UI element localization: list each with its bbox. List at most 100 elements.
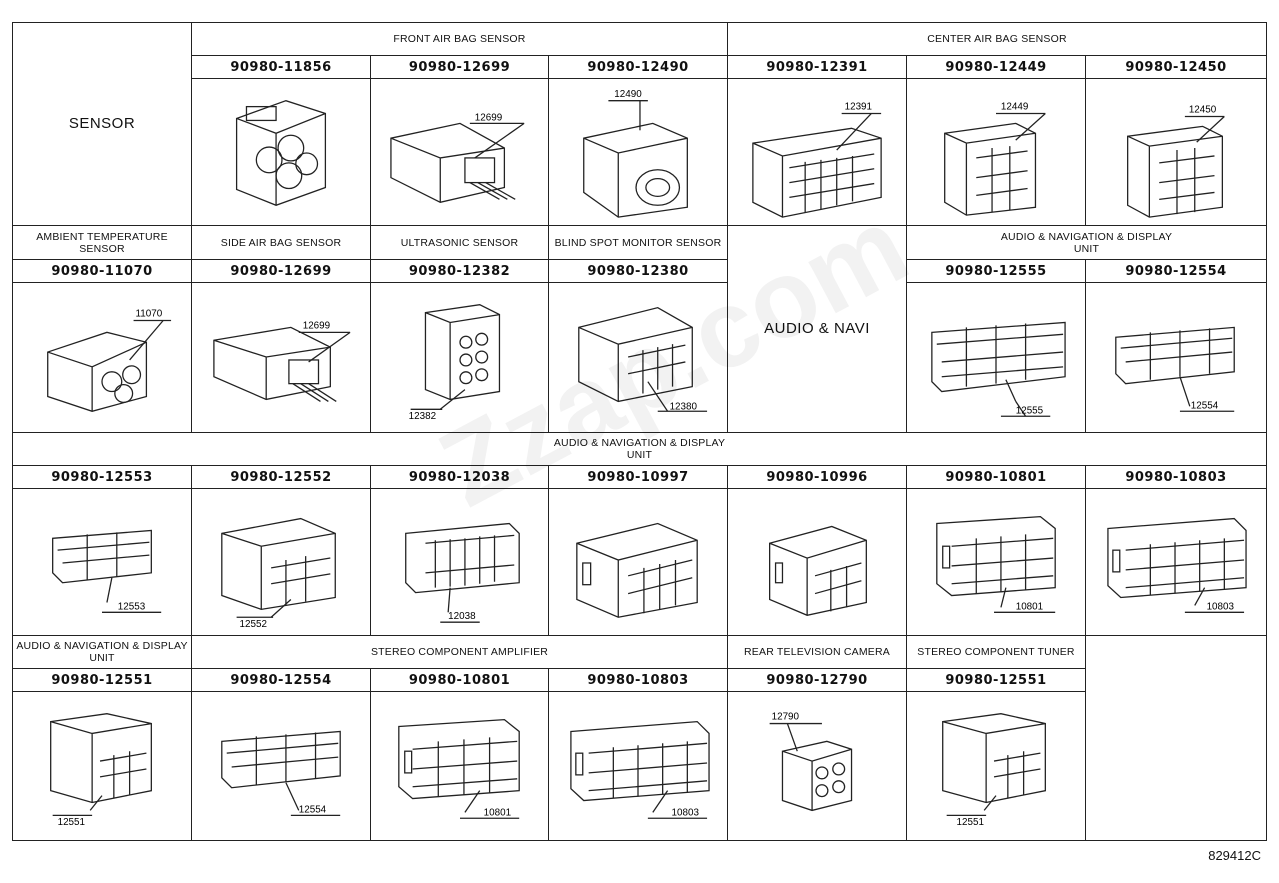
connector-12450-icon: 12450 (1127, 105, 1225, 218)
connector-drawing: 12038 (370, 488, 549, 636)
callout-label: 10803 (672, 807, 700, 818)
part-number: 90980-12699 (191, 259, 371, 283)
connector-11070-icon: 11070 (47, 309, 172, 412)
part-number: 90980-10801 (370, 668, 549, 692)
empty-cell (1085, 635, 1267, 841)
connector-drawing: 12490 (548, 78, 728, 226)
connector-drawing: 12551 (906, 691, 1086, 841)
callout-label: 10801 (484, 807, 511, 818)
connector-12699b-icon: 12699 (213, 320, 351, 402)
sensor-label: SENSOR (12, 22, 192, 226)
audio-navi-label: AUDIO & NAVI (727, 225, 907, 433)
connector-12449-icon: 12449 (944, 102, 1046, 216)
part-number: 90980-12391 (727, 55, 907, 79)
connector-drawing: 12380 (548, 282, 728, 433)
connector-10996-icon (769, 525, 867, 616)
figure-code: 829412C (1208, 848, 1261, 863)
connector-drawing: 12554 (1085, 282, 1267, 433)
connector-12553-icon: 12553 (52, 529, 162, 613)
part-number: 90980-12382 (370, 259, 549, 283)
connector-drawing: 10801 (906, 488, 1086, 636)
part-number: 90980-11856 (191, 55, 371, 79)
audio-navigation-display-unit-header: AUDIO & NAVIGATION & DISPLAY UNIT (906, 225, 1267, 260)
callout-label: 12553 (118, 601, 146, 612)
part-number: 90980-10801 (906, 465, 1086, 489)
part-number: 90980-12555 (906, 259, 1086, 283)
part-number: 90980-11070 (12, 259, 192, 283)
connector-11856-icon (235, 100, 327, 206)
part-number: 90980-12553 (12, 465, 192, 489)
part-number: 90980-10803 (548, 668, 728, 692)
connector-12555-icon: 12555 (931, 321, 1066, 417)
connector-drawing: 10801 (370, 691, 549, 841)
callout-label: 12552 (240, 619, 267, 630)
connector-drawing (727, 488, 907, 636)
connector-drawing: 12554 (191, 691, 371, 841)
connector-drawing: 10803 (548, 691, 728, 841)
part-number: 90980-12551 (906, 668, 1086, 692)
part-number: 90980-12380 (548, 259, 728, 283)
part-number: 90980-12554 (1085, 259, 1267, 283)
part-number: 90980-12038 (370, 465, 549, 489)
front-air-bag-sensor-header: FRONT AIR BAG SENSOR (191, 22, 728, 56)
callout-label: 12391 (845, 102, 872, 113)
part-number: 90980-12554 (191, 668, 371, 692)
connector-12552-icon: 12552 (221, 517, 336, 630)
audio-navigation-display-unit-header: AUDIO & NAVIGATION & DISPLAY UNIT (12, 635, 192, 669)
connector-12038-icon: 12038 (405, 522, 520, 623)
connector-12790-icon: 12790 (769, 712, 853, 812)
connector-12380-icon: 12380 (578, 306, 708, 412)
connector-drawing: 10803 (1085, 488, 1267, 636)
connector-12382-icon: 12382 (409, 304, 501, 422)
connector-12551b-icon: 12551 (942, 713, 1046, 828)
connector-drawing: 12552 (191, 488, 371, 636)
connector-drawing: 12699 (370, 78, 549, 226)
callout-label: 12554 (1191, 400, 1219, 411)
audio-navigation-display-unit-header: AUDIO & NAVIGATION & DISPLAY UNIT (12, 432, 1267, 466)
side-air-bag-sensor-header: SIDE AIR BAG SENSOR (191, 225, 371, 260)
callout-label: 12380 (670, 401, 698, 412)
callout-label: 12449 (1001, 102, 1029, 113)
connector-drawing: 12382 (370, 282, 549, 433)
blind-spot-monitor-sensor-header: BLIND SPOT MONITOR SENSOR (548, 225, 728, 260)
callout-label: 12555 (1016, 405, 1044, 416)
callout-label: 12038 (448, 611, 476, 622)
connector-drawing: 12555 (906, 282, 1086, 433)
part-number: 90980-12699 (370, 55, 549, 79)
rear-television-camera-header: REAR TELEVISION CAMERA (727, 635, 907, 669)
callout-label: 10803 (1207, 601, 1235, 612)
connector-12391-icon: 12391 (752, 102, 882, 218)
connector-10803b-icon: 10803 (570, 720, 710, 819)
connector-12554-icon: 12554 (1115, 326, 1235, 412)
connector-drawing: 12790 (727, 691, 907, 841)
part-number: 90980-12790 (727, 668, 907, 692)
callout-label: 12551 (957, 817, 984, 828)
part-number: 90980-12551 (12, 668, 192, 692)
callout-label: 12551 (58, 817, 85, 828)
callout-label: 12450 (1189, 105, 1217, 116)
connector-drawing: 12551 (12, 691, 192, 841)
callout-label: 10801 (1016, 601, 1043, 612)
callout-label: 11070 (136, 309, 163, 320)
stereo-component-amplifier-header: STEREO COMPONENT AMPLIFIER (191, 635, 728, 669)
connector-drawing: 12553 (12, 488, 192, 636)
part-number: 90980-12552 (191, 465, 371, 489)
callout-label: 12699 (475, 112, 503, 123)
stereo-component-tuner-header: STEREO COMPONENT TUNER (906, 635, 1086, 669)
part-number: 90980-12450 (1085, 55, 1267, 79)
callout-label: 12382 (409, 411, 436, 422)
callout-label: 12699 (303, 320, 331, 331)
callout-label: 12790 (772, 712, 800, 723)
connector-10803-icon: 10803 (1107, 517, 1247, 613)
part-number: 90980-12490 (548, 55, 728, 79)
connector-drawing (191, 78, 371, 226)
connector-12554b-icon: 12554 (221, 730, 341, 816)
connector-12490-icon: 12490 (583, 89, 688, 218)
connector-drawing: 12391 (727, 78, 907, 226)
part-number: 90980-10803 (1085, 465, 1267, 489)
part-number: 90980-10997 (548, 465, 728, 489)
part-number: 90980-10996 (727, 465, 907, 489)
connector-10997-icon (576, 522, 698, 618)
connector-10801-icon: 10801 (936, 515, 1056, 613)
